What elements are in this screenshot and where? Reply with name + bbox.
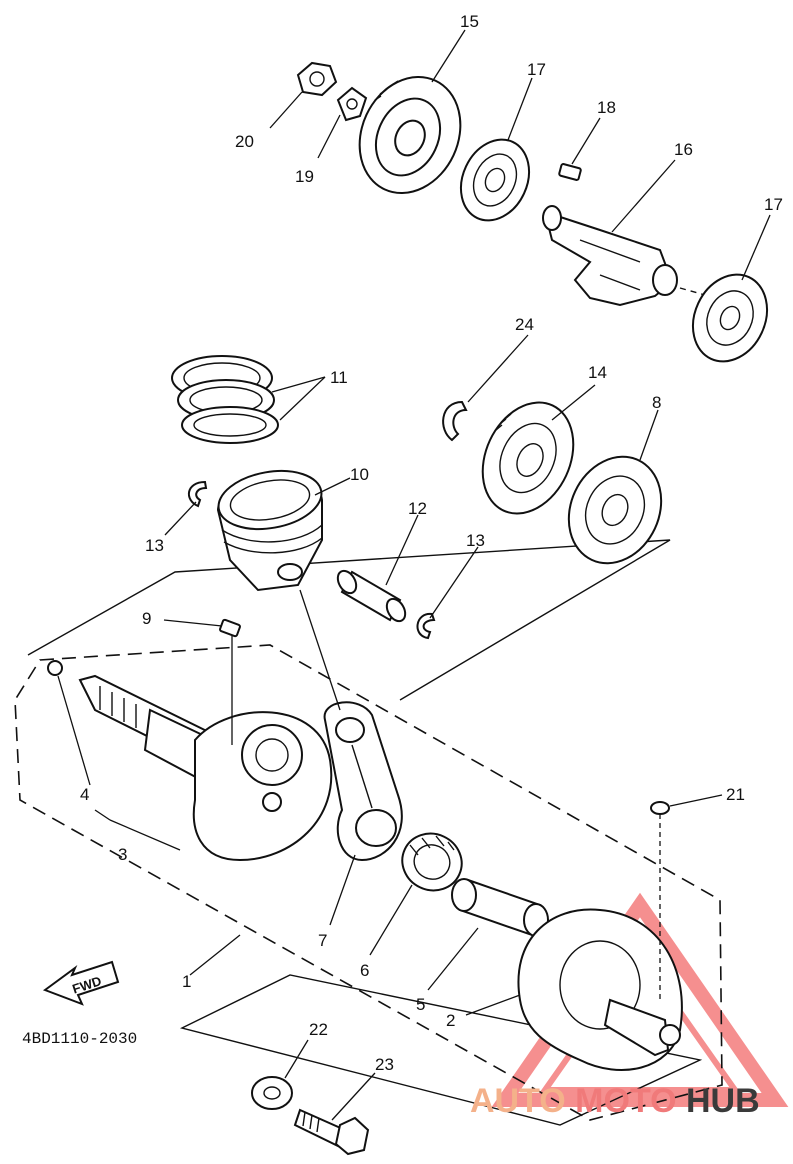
callout-23: 23 [375, 1055, 394, 1074]
callout-20: 20 [235, 132, 254, 151]
callout-12: 12 [408, 499, 427, 518]
woodruff-key-part-18[interactable] [558, 163, 582, 181]
connecting-rod-part-7[interactable] [323, 701, 403, 862]
callout-21: 21 [726, 785, 745, 804]
primary-gear-part-15[interactable] [341, 60, 479, 209]
circlip-part-24[interactable] [442, 400, 468, 442]
crank-pin-part-5[interactable] [451, 878, 549, 937]
lock-washer-part-19[interactable] [336, 86, 368, 122]
callout-3: 3 [118, 845, 127, 864]
callout-13-right: 13 [466, 531, 485, 550]
piston-rings-part-11[interactable] [171, 355, 279, 444]
piston-pin-clip-part-13-left[interactable] [188, 480, 208, 508]
callout-6: 6 [360, 961, 369, 980]
callout-9: 9 [142, 609, 151, 628]
callout-19: 19 [295, 167, 314, 186]
forward-direction-arrow: FWD [42, 960, 120, 1006]
callout-18: 18 [597, 98, 616, 117]
svg-text:AUTO MOTO HUB: AUTO MOTO HUB [470, 1082, 760, 1120]
callout-17-right: 17 [764, 195, 783, 214]
callout-10: 10 [350, 465, 369, 484]
piston-part-10[interactable] [214, 463, 326, 592]
balancer-shaft-part-16[interactable] [542, 205, 678, 307]
callout-16: 16 [674, 140, 693, 159]
watermark-part-2: MOTO [575, 1082, 676, 1120]
bearing-part-17-right[interactable] [679, 262, 780, 373]
callout-17-top: 17 [527, 60, 546, 79]
callout-22: 22 [309, 1020, 328, 1039]
watermark-part-3: HUB [686, 1082, 760, 1120]
callout-7: 7 [318, 931, 327, 950]
callout-14: 14 [588, 363, 607, 382]
bolt-part-23[interactable] [293, 1108, 370, 1156]
plug-part-21[interactable] [650, 801, 670, 815]
callout-5: 5 [416, 995, 425, 1014]
callout-1: 1 [182, 972, 191, 991]
piston-pin-clip-part-13-right[interactable] [416, 612, 436, 640]
callout-2: 2 [446, 1011, 455, 1030]
watermark-logo: AUTO MOTO HUB [470, 1082, 760, 1120]
callout-4: 4 [80, 785, 89, 804]
bearing-part-17-top[interactable] [448, 128, 542, 231]
crank-right-part-2[interactable] [517, 908, 683, 1071]
callout-8: 8 [652, 393, 661, 412]
leader-lines [57, 29, 771, 1121]
plug-part-4[interactable] [47, 660, 63, 676]
bearing-part-8[interactable] [552, 442, 678, 579]
key-part-9[interactable] [219, 618, 241, 638]
crank-assembly-outline [14, 644, 723, 1121]
drawing-code: 4BD1110-2030 [22, 1030, 137, 1048]
crank-bracket [27, 539, 671, 701]
callout-13-left: 13 [145, 536, 164, 555]
callout-15: 15 [460, 12, 479, 31]
bolt-bracket [179, 974, 703, 1126]
callout-11: 11 [330, 368, 348, 387]
nut-part-20[interactable] [296, 61, 338, 97]
piston-pin-part-12[interactable] [334, 568, 409, 625]
watermark-part-1: AUTO [470, 1082, 566, 1120]
needle-bearing-part-6[interactable] [393, 824, 471, 900]
callout-24: 24 [515, 315, 534, 334]
gear-part-14[interactable] [465, 388, 590, 529]
washer-part-22[interactable] [251, 1076, 293, 1110]
crank-left-part-3[interactable] [78, 674, 333, 862]
callout-labels: 1 2 3 4 5 6 7 8 9 10 11 12 13 13 14 15 1… [80, 12, 783, 1074]
